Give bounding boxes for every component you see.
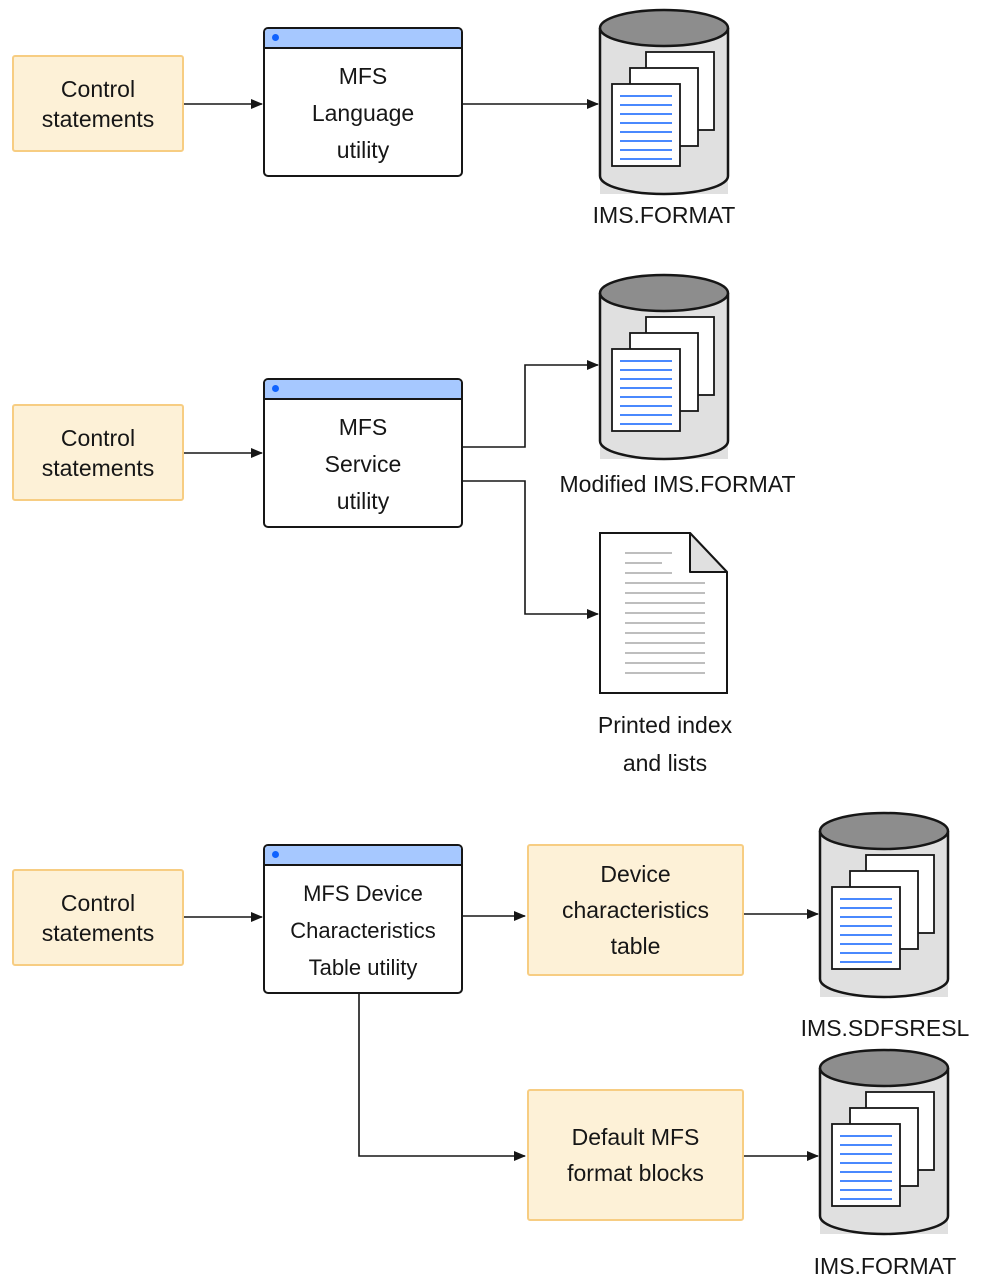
printed-index-label: Printed index and lists (575, 706, 755, 782)
printed-document-icon (599, 532, 728, 694)
utility-label-line3: utility (336, 487, 390, 514)
utility-body: MFS Device Characteristics Table utility (265, 866, 461, 992)
control-label-line2: statements (41, 454, 155, 481)
mfs-language-utility-box: MFS Language utility (263, 27, 463, 177)
utility-title-bar (265, 380, 461, 400)
utility-label-line3: utility (336, 136, 390, 163)
utility-label-line3: Table utility (308, 954, 418, 980)
control-label-line2: statements (41, 105, 155, 132)
utility-label-line2: Characteristics (290, 917, 436, 943)
modified-ims-format-label: Modified IMS.FORMAT (559, 471, 796, 497)
ims-sdfsresl-label: IMS.SDFSRESL (800, 1015, 970, 1041)
blocks-label-line2: format blocks (567, 1160, 704, 1186)
utility-title-bar (265, 846, 461, 866)
control-label-line1: Control (60, 889, 136, 916)
connector-service-utility-to-printed-index (463, 480, 599, 619)
device-characteristics-table-box: Device characteristics table (527, 844, 744, 976)
format-blocks-dataset-cylinder-icon (818, 1048, 950, 1236)
utility-title-bar (265, 29, 461, 49)
printed-index-line2: and lists (622, 750, 708, 776)
title-bar-dot-icon (272, 34, 279, 41)
utility-body: MFS Language utility (265, 49, 461, 175)
table-label-line1: Device (600, 861, 671, 887)
table-label-line3: table (610, 933, 661, 959)
default-mfs-format-blocks-box: Default MFS format blocks (527, 1089, 744, 1221)
title-bar-dot-icon (272, 385, 279, 392)
mfs-service-utility-box: MFS Service utility (263, 378, 463, 528)
control-statements-box-3: Control statements (12, 869, 184, 966)
control-statements-box-2: Control statements (12, 404, 184, 501)
modified-format-dataset-cylinder-icon (598, 273, 730, 461)
utility-label-line2: Service (324, 450, 402, 477)
table-label-line2: characteristics (562, 897, 709, 923)
mfs-dct-utility-box: MFS Device Characteristics Table utility (263, 844, 463, 994)
utility-label-line1: MFS Device (303, 880, 423, 906)
utility-label-line1: MFS (338, 413, 388, 440)
control-label-line1: Control (60, 424, 136, 451)
title-bar-dot-icon (272, 851, 279, 858)
utility-label-line2: Language (311, 99, 415, 126)
blocks-label-line1: Default MFS (571, 1124, 700, 1150)
control-label-line2: statements (41, 919, 155, 946)
control-statements-box-1: Control statements (12, 55, 184, 152)
connector-dct-utility-to-format-blocks (358, 993, 526, 1161)
connector-service-utility-to-modified-format (463, 360, 599, 448)
sdfsresl-dataset-cylinder-icon (818, 811, 950, 999)
utility-label-line1: MFS (338, 62, 388, 89)
ims-format-label-2: IMS.FORMAT (813, 1253, 957, 1279)
printed-index-line1: Printed index (597, 712, 733, 738)
utility-body: MFS Service utility (265, 400, 461, 526)
ims-format-label: IMS.FORMAT (592, 202, 736, 228)
control-label-line1: Control (60, 75, 136, 102)
format-dataset-cylinder-icon (598, 8, 730, 196)
